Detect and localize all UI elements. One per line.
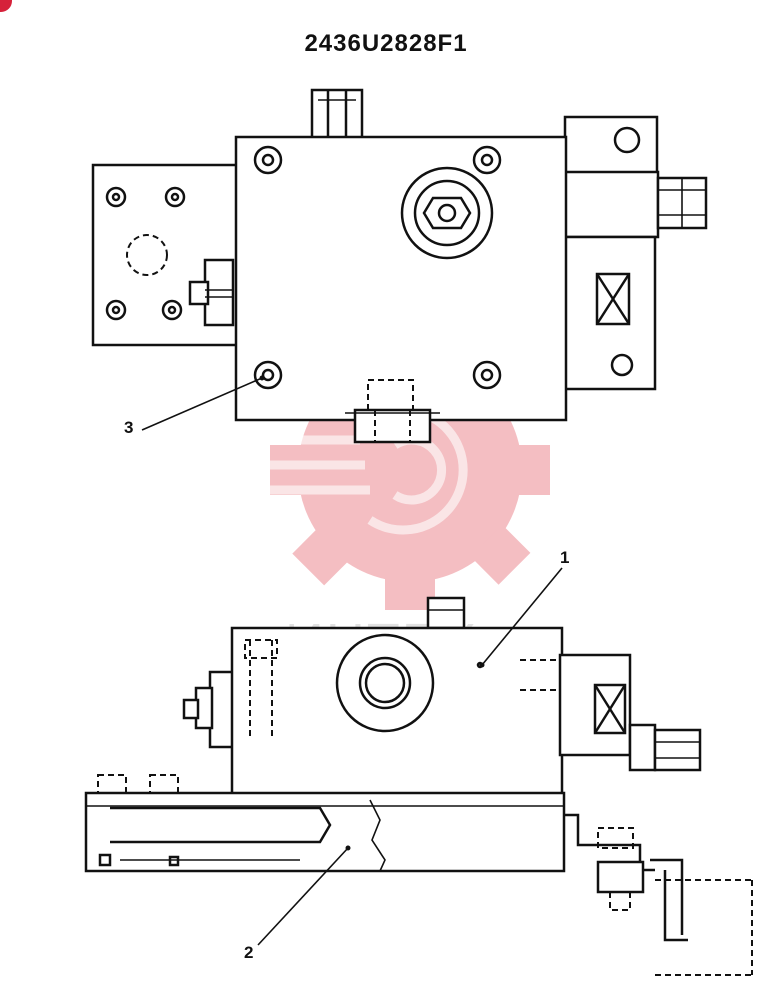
leader-line-1 [481, 567, 563, 666]
top-center-valve [400, 166, 494, 260]
top-main-block [234, 135, 568, 422]
callout-label-3: 3 [124, 418, 134, 437]
leader-line-2 [257, 847, 349, 946]
callout-label-2: 2 [244, 943, 254, 962]
leader-line-3 [141, 377, 263, 431]
drawing-number: 2436U2828F1 [304, 30, 468, 57]
callout-label-1: 1 [560, 548, 570, 567]
